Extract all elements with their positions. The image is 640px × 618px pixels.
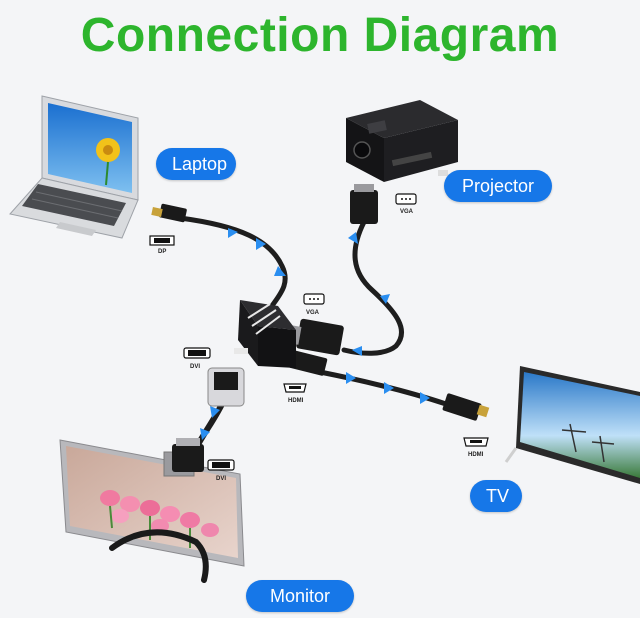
port-icon-hdmi-tv: HDMI [463,437,489,458]
port-label-dvi-monitor: DVI [216,476,226,482]
arrow-icon [352,346,362,356]
arrow-icon [420,392,430,404]
port-icon-dvi-monitor: DVI [207,459,235,482]
port-icon-vga-hub: VGA [303,293,325,316]
arrow-icon [256,238,266,250]
laptop-device [9,95,139,239]
dp-cable [177,215,288,315]
port-icon-vga-projector: VGA [395,193,417,215]
hub-adapter [234,300,296,368]
hdmi-plug-hub [288,350,328,376]
vga-plug-projector [350,190,378,224]
port-label-vga-hub: VGA [306,310,320,316]
port-icon-dvi-hub: DVI [183,347,211,370]
label-projector: Projector [444,170,552,202]
port-icon-dp: DP [149,235,175,255]
lens-icon [353,141,371,159]
arrow-icon [380,294,390,304]
tulips-icon [100,490,219,548]
hdmi-plug-tv [442,393,482,421]
arrow-icon [346,372,356,384]
port-label-dp: DP [158,249,166,255]
diagram-title: Connection Diagram [80,9,560,62]
arrow-icon [384,382,394,394]
port-label-vga-projector: VGA [400,209,414,215]
vga-cable [341,219,404,356]
dp-plug [159,203,187,223]
direction-arrows [200,228,430,440]
arrow-icon [200,428,210,440]
dvi-plug-monitor [172,444,204,472]
arrow-icon [274,266,286,276]
label-tv: TV [470,480,522,512]
arrow-icon [348,232,358,244]
port-label-hdmi-tv: HDMI [468,452,484,458]
port-icon-hdmi-hub: HDMI [283,383,307,404]
port-label-dvi-hub: DVI [190,364,200,370]
tv-device [504,366,640,484]
label-laptop: Laptop [156,148,236,180]
arrow-icon [210,406,220,418]
port-label-hdmi-hub: HDMI [288,398,304,404]
vga-plug-hub [296,318,344,356]
label-monitor: Monitor [246,580,354,612]
arrow-icon [228,228,238,238]
projector-device [346,100,458,182]
